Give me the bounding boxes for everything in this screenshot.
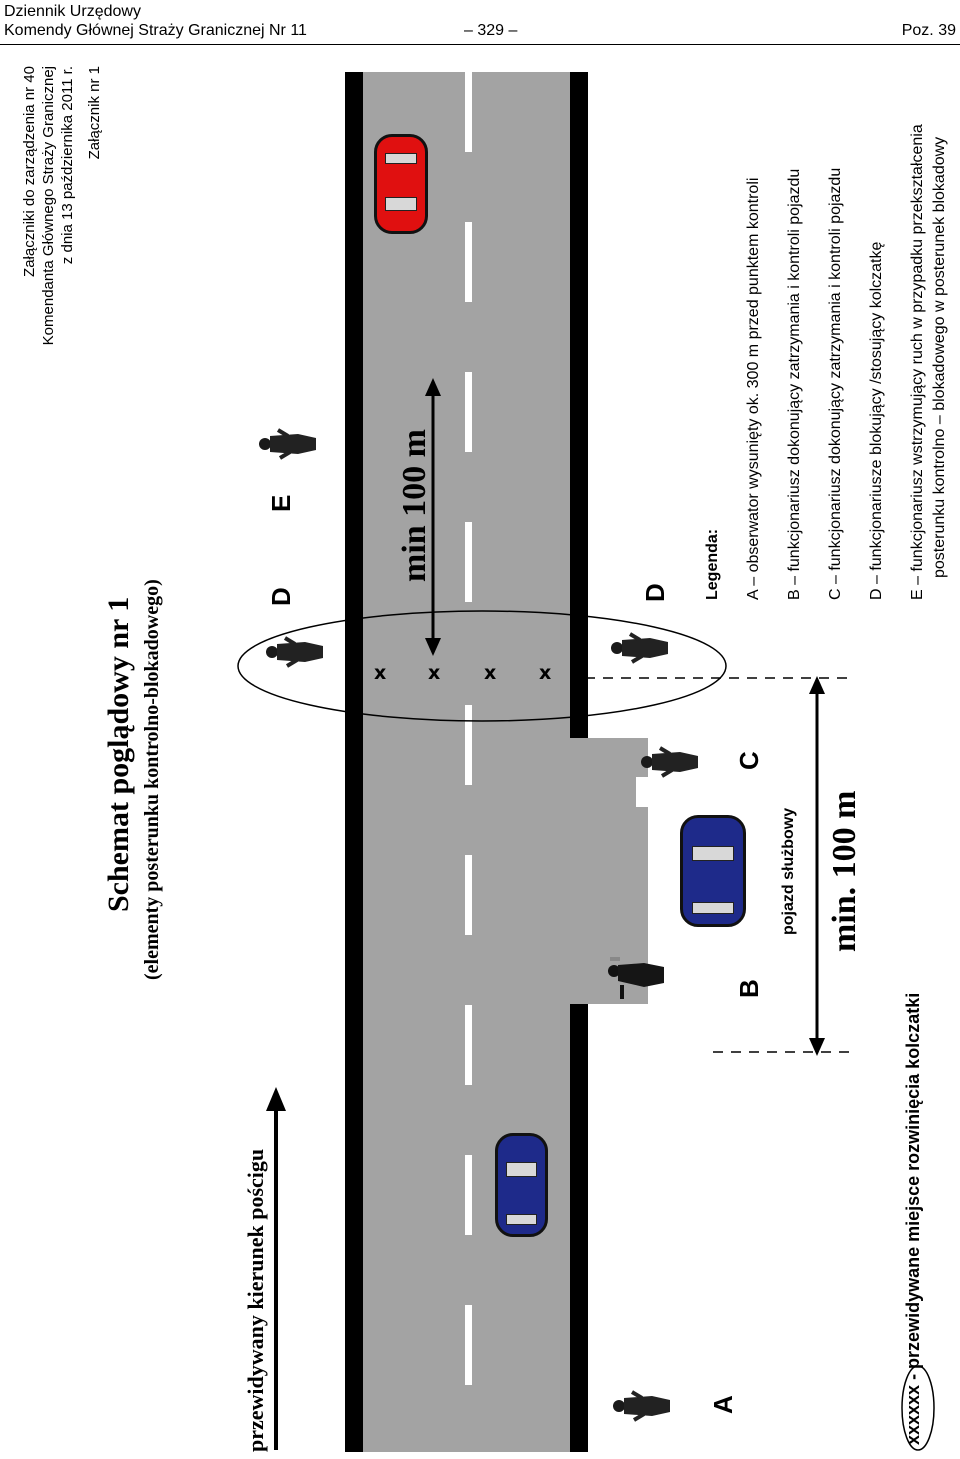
right-curb-top	[570, 72, 588, 738]
left-curb	[345, 72, 363, 1452]
page-number: – 329 –	[464, 22, 518, 39]
service-vehicle	[680, 815, 746, 927]
lane-mark	[465, 222, 472, 302]
spike-strip-note-ellipse	[901, 1365, 935, 1451]
distance-arrow-bottom	[809, 676, 825, 1056]
position-number: Poz. 39	[901, 22, 956, 39]
schema-title: Schemat poglądowy nr 1	[102, 596, 135, 912]
distance-label-top: min 100 m	[396, 429, 433, 582]
legend-item-d: D – funkcjonariusze blokujący /stosujący…	[868, 241, 885, 600]
legend-item-b: B – funkcjonariusz dokonujący zatrzymani…	[786, 168, 803, 600]
lane-mark	[465, 705, 472, 785]
label-d-top: D	[266, 587, 296, 606]
blue-car-road	[495, 1133, 548, 1237]
lane-mark	[465, 72, 472, 152]
blocking-zone-ellipse	[237, 610, 727, 722]
red-car	[374, 134, 428, 234]
lane-mark	[465, 522, 472, 602]
label-a: A	[708, 1395, 738, 1414]
officer-b-icon	[608, 957, 664, 999]
legend: Legenda: A – obserwator wysunięty ok. 30…	[692, 124, 951, 600]
lane-mark	[465, 855, 472, 935]
label-e: E	[266, 494, 296, 512]
legend-item-a: A – obserwator wysunięty ok. 300 m przed…	[745, 177, 762, 600]
label-d-bottom: D	[640, 583, 670, 602]
header-divider	[0, 44, 960, 45]
attachment-line2: Komendanta Głównego Straży Granicznej	[40, 66, 57, 346]
officer-d-top-icon	[266, 636, 323, 668]
attachment-line1: Załączniki do zarządzenia nr 40	[21, 66, 38, 277]
schema-subtitle: (elementy posterunku kontrolno-blokadowe…	[141, 579, 163, 980]
service-vehicle-label: pojazd służbowy	[780, 807, 797, 935]
pursuit-direction-arrow	[266, 1087, 286, 1450]
spike-mark: x	[484, 662, 497, 684]
lane-mark	[465, 1305, 472, 1385]
officer-c-icon	[641, 746, 698, 778]
spike-mark: x	[428, 662, 441, 684]
journal-title: Dziennik Urzędowy	[4, 3, 141, 20]
distance-bounds-dashed	[585, 677, 853, 1053]
lane-mark	[465, 1155, 472, 1235]
right-curb-bottom	[570, 1004, 588, 1452]
officer-e-icon	[259, 428, 316, 460]
lane-mark	[465, 1005, 472, 1085]
legend-item-c: C – funkcjonariusz dokonujący zatrzymani…	[827, 167, 844, 600]
distance-arrow-top	[425, 378, 441, 656]
spike-mark: x	[374, 662, 387, 684]
attachment-line3: z dnia 13 października 2011 r.	[59, 66, 76, 265]
officer-a-icon	[613, 1390, 670, 1422]
legend-item-e-cont: posterunku kontrolno – blokadowego w pos…	[931, 136, 948, 578]
journal-subtitle: Komendy Głównej Straży Granicznej Nr 11	[4, 22, 307, 39]
annex-number: Załącznik nr 1	[86, 66, 103, 160]
attachment-note: Załączniki do zarządzenia nr 40 Komendan…	[20, 66, 104, 376]
spike-mark: x	[539, 662, 552, 684]
officer-d-bottom-icon	[611, 632, 668, 664]
legend-title: Legenda:	[704, 528, 721, 600]
legend-item-e: E – funkcjonariusz wstrzymujący ruch w p…	[909, 124, 926, 600]
lane-mark	[465, 372, 472, 452]
distance-label-bottom: min. 100 m	[826, 790, 863, 953]
bay-notch	[636, 777, 648, 807]
